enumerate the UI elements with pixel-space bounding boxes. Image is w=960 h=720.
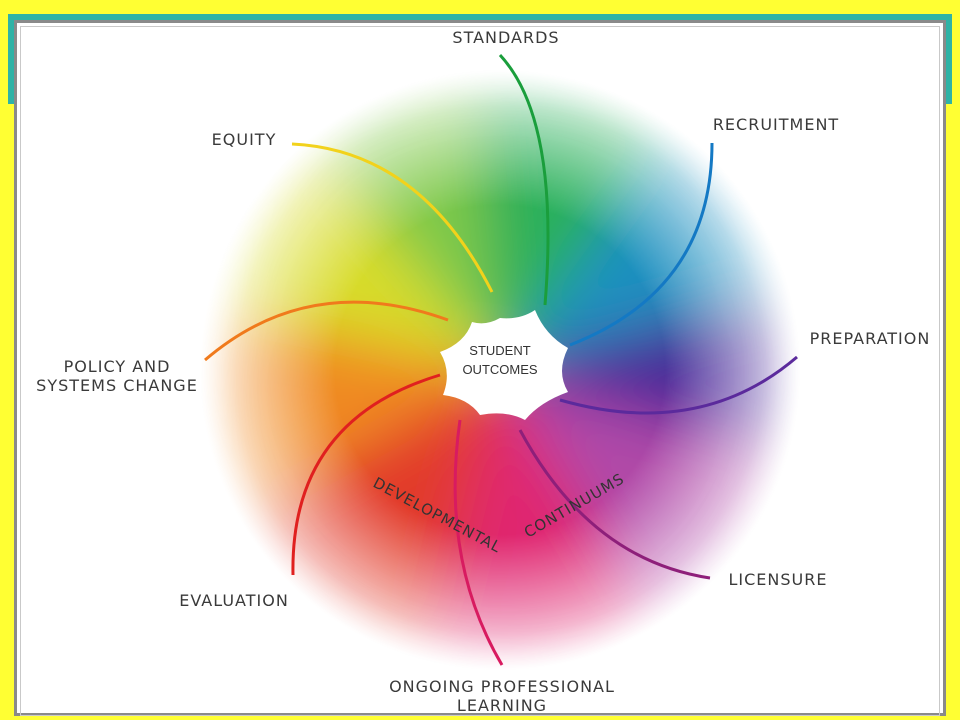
leader-line-recruitment <box>569 142 714 347</box>
leader-line-ongoing <box>453 419 504 666</box>
leader-line-licensure <box>518 429 711 580</box>
label-recruitment: RECRUITMENT <box>713 115 839 134</box>
label-evaluation: EVALUATION <box>179 591 289 610</box>
wheel-sector-magenta <box>430 370 660 678</box>
label-standards: STANDARDS <box>452 28 559 47</box>
label-policy-line2: SYSTEMS CHANGE <box>36 376 198 395</box>
wheel-sector-blue <box>500 120 790 370</box>
label-ongoing-line1: ONGOING PROFESSIONAL <box>389 677 615 696</box>
leader-line-preparation <box>559 355 798 415</box>
label-policy-line1: POLICY AND <box>64 357 171 376</box>
diagram-panel-inner-border <box>20 26 940 716</box>
leader-line-policy <box>204 300 449 362</box>
label-preparation: PREPARATION <box>810 329 931 348</box>
leader-line-standards <box>498 53 550 306</box>
leader-line-evaluation <box>291 373 441 576</box>
wheel-sector-yellow <box>210 130 500 370</box>
wheel-sector-red <box>230 370 500 665</box>
label-equity: EQUITY <box>212 130 277 149</box>
leader-line-equity <box>291 142 494 293</box>
wheel-sector-green <box>470 67 680 370</box>
wheel-sector-lime <box>300 70 500 370</box>
wheel-sector-indigo <box>500 290 803 460</box>
center-label-line2: OUTCOMES <box>462 362 537 377</box>
color-wheel-body <box>199 67 803 678</box>
label-ongoing-line2: LEARNING <box>457 696 547 715</box>
center-hub <box>440 310 568 420</box>
label-licensure: LICENSURE <box>729 570 828 589</box>
wheel-sector-orange <box>199 310 501 520</box>
wheel-sector-violet <box>500 370 790 640</box>
center-label-line1: STUDENT <box>469 343 530 358</box>
